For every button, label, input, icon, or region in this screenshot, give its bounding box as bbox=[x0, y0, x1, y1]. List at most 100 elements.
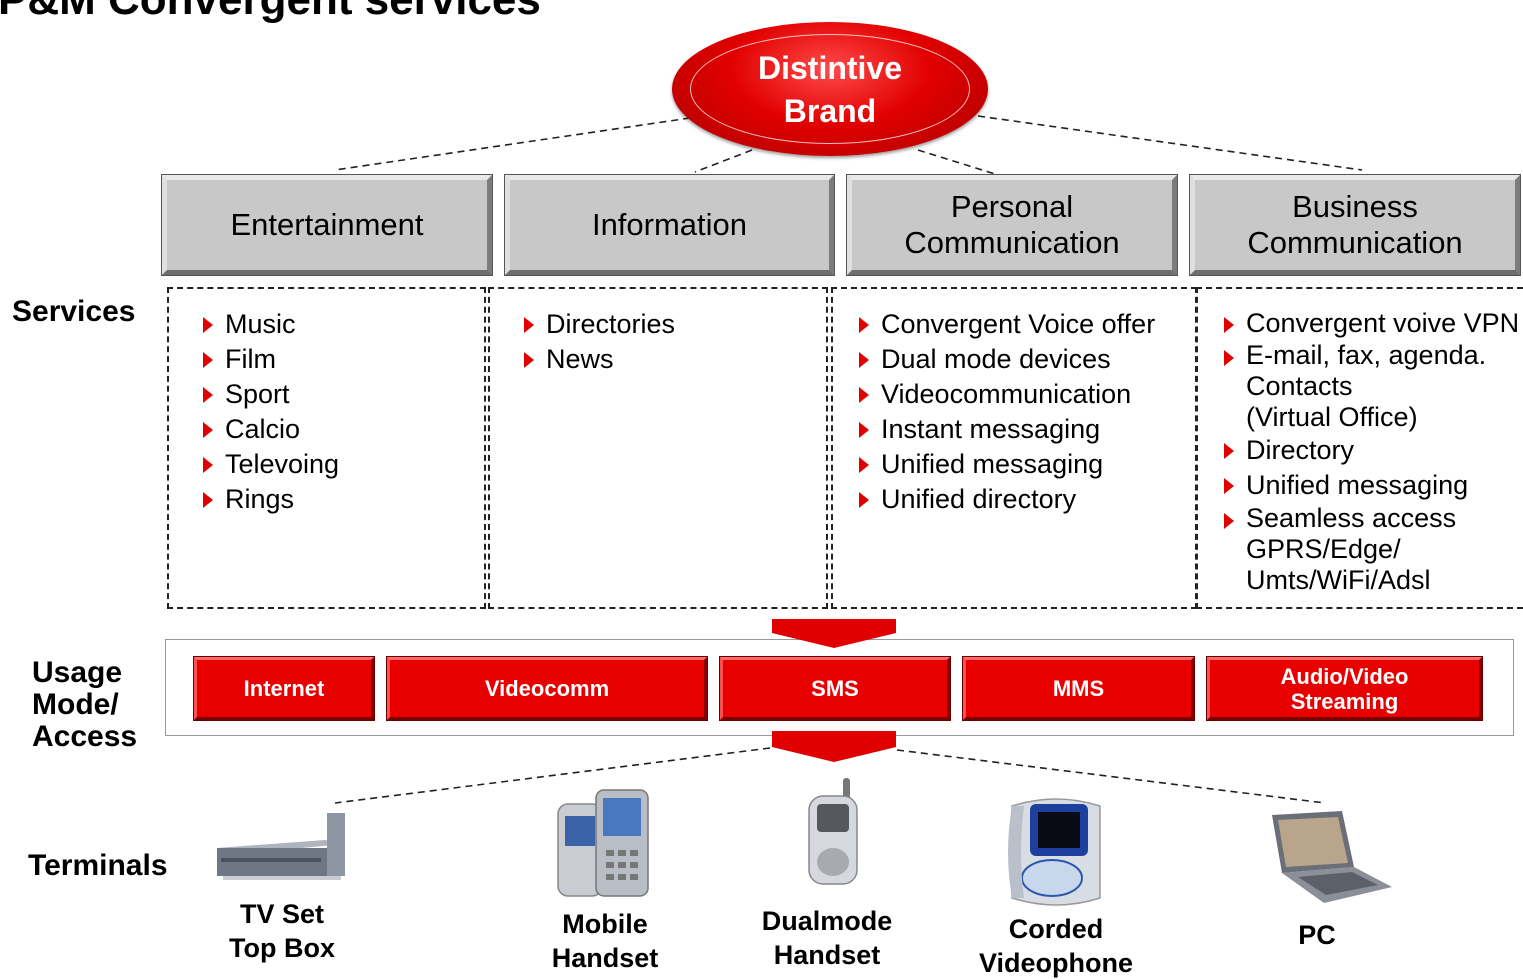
page-title: P&M Convergent services bbox=[0, 0, 541, 22]
mode-videocomm: Videocomm bbox=[386, 656, 708, 721]
laptop-icon bbox=[1272, 811, 1392, 903]
mobile-handset-icon bbox=[557, 789, 649, 897]
mode-sms: SMS bbox=[719, 656, 951, 721]
terminal-label-corded-videophone: Corded Videophone bbox=[978, 914, 1133, 978]
bullet-arrow-icon bbox=[203, 422, 213, 438]
service-label: E-mail, fax, agenda. Contacts (Virtual O… bbox=[1246, 340, 1487, 432]
terminal-label-pc: PC bbox=[1298, 920, 1336, 950]
category-information: Information bbox=[504, 174, 835, 276]
list-item: Rings bbox=[199, 482, 339, 517]
list-item: Unified directory bbox=[855, 482, 1155, 517]
connector-brand-business bbox=[977, 115, 1363, 171]
category-personal-communication: Personal Communication bbox=[846, 174, 1178, 276]
service-label: Directories bbox=[546, 309, 676, 339]
connector-brand-entertainment bbox=[334, 117, 691, 171]
list-item: Sport bbox=[199, 377, 339, 412]
list-item: Unified messaging bbox=[855, 447, 1155, 482]
service-label: Film bbox=[225, 344, 276, 374]
mode-audio-video-streaming: Audio/Video Streaming bbox=[1206, 656, 1483, 721]
connector-access-tvbox bbox=[334, 747, 771, 804]
videophone-icon bbox=[1008, 798, 1101, 906]
bullet-arrow-icon bbox=[859, 422, 869, 438]
services-list: Convergent voive VPN E-mail, fax, agenda… bbox=[1220, 307, 1519, 596]
set-top-box-icon bbox=[217, 813, 345, 880]
brand-oval: Distintive Brand bbox=[672, 22, 988, 156]
category-business-communication: Business Communication bbox=[1189, 174, 1521, 276]
service-label: Unified messaging bbox=[1246, 470, 1469, 500]
row-label-terminals: Terminals bbox=[28, 849, 168, 882]
bullet-arrow-icon bbox=[859, 352, 869, 368]
list-item: Directory bbox=[1220, 433, 1519, 468]
service-label: Seamless access GPRS/Edge/ Umts/WiFi/Ads… bbox=[1246, 503, 1457, 595]
mode-mms: MMS bbox=[962, 656, 1195, 721]
terminal-label-dualmode-handset: Dualmode Handset bbox=[761, 906, 893, 970]
bullet-arrow-icon bbox=[203, 457, 213, 473]
connector-brand-personal bbox=[917, 149, 996, 175]
service-label: Instant messaging bbox=[881, 414, 1101, 444]
bullet-arrow-icon bbox=[1224, 513, 1234, 529]
services-box-business-communication: Convergent voive VPN E-mail, fax, agenda… bbox=[1196, 287, 1523, 609]
service-label: Unified directory bbox=[881, 484, 1077, 514]
row-label-services: Services bbox=[12, 295, 136, 328]
service-label: Dual mode devices bbox=[881, 344, 1111, 374]
list-item: Music bbox=[199, 307, 339, 342]
down-arrow-top bbox=[772, 619, 896, 648]
services-box-information: Directories News bbox=[488, 287, 828, 609]
list-item: Dual mode devices bbox=[855, 342, 1155, 377]
connector-access-pc bbox=[896, 749, 1326, 804]
bullet-arrow-icon bbox=[203, 317, 213, 333]
services-list: Directories News bbox=[520, 307, 675, 377]
list-item: Convergent voive VPN bbox=[1220, 307, 1519, 340]
bullet-arrow-icon bbox=[1224, 317, 1234, 333]
service-label: Sport bbox=[225, 379, 290, 409]
service-label: Music bbox=[225, 309, 296, 339]
row-label-usage: Usage Mode/ Access bbox=[32, 656, 138, 753]
list-item: Seamless access GPRS/Edge/ Umts/WiFi/Ads… bbox=[1220, 503, 1519, 596]
bullet-arrow-icon bbox=[859, 317, 869, 333]
list-item: Film bbox=[199, 342, 339, 377]
category-entertainment: Entertainment bbox=[161, 174, 493, 276]
down-arrow-bottom bbox=[772, 731, 896, 762]
bullet-arrow-icon bbox=[524, 317, 534, 333]
list-item: Convergent Voice offer bbox=[855, 307, 1155, 342]
list-item: Directories bbox=[520, 307, 675, 342]
list-item: Videocommunication bbox=[855, 377, 1155, 412]
bullet-arrow-icon bbox=[203, 492, 213, 508]
bullet-arrow-icon bbox=[859, 387, 869, 403]
services-box-personal-communication: Convergent Voice offer Dual mode devices… bbox=[831, 287, 1197, 609]
bullet-arrow-icon bbox=[203, 387, 213, 403]
service-label: Convergent Voice offer bbox=[881, 309, 1156, 339]
list-item: Instant messaging bbox=[855, 412, 1155, 447]
services-list: Convergent Voice offer Dual mode devices… bbox=[855, 307, 1155, 517]
bullet-arrow-icon bbox=[1224, 478, 1234, 494]
service-label: Convergent voive VPN bbox=[1246, 308, 1520, 338]
bullet-arrow-icon bbox=[859, 457, 869, 473]
service-label: Rings bbox=[225, 484, 295, 514]
service-label: Calcio bbox=[225, 414, 301, 444]
service-label: Televoing bbox=[225, 449, 340, 479]
bullet-arrow-icon bbox=[859, 492, 869, 508]
service-label: News bbox=[546, 344, 614, 374]
service-label: Videocommunication bbox=[881, 379, 1132, 409]
list-item: Televoing bbox=[199, 447, 339, 482]
bullet-arrow-icon bbox=[1224, 443, 1234, 459]
services-box-entertainment: Music Film Sport Calcio Televoing Rings bbox=[167, 287, 486, 609]
list-item: News bbox=[520, 342, 675, 377]
service-label: Directory bbox=[1246, 435, 1355, 465]
bullet-arrow-icon bbox=[524, 352, 534, 368]
list-item: Unified messaging bbox=[1220, 468, 1519, 503]
services-list: Music Film Sport Calcio Televoing Rings bbox=[199, 307, 339, 517]
mode-internet: Internet bbox=[193, 656, 375, 721]
dualmode-handset-icon bbox=[808, 778, 858, 885]
terminal-label-tv-set-top-box: TV Set Top Box bbox=[229, 899, 335, 963]
list-item: Calcio bbox=[199, 412, 339, 447]
connector-brand-information bbox=[694, 149, 753, 173]
terminal-label-mobile-handset: Mobile Handset bbox=[551, 909, 659, 973]
bullet-arrow-icon bbox=[203, 352, 213, 368]
brand-oval-ring bbox=[690, 34, 970, 144]
service-label: Unified messaging bbox=[881, 449, 1104, 479]
bullet-arrow-icon bbox=[1224, 350, 1234, 366]
list-item: E-mail, fax, agenda. Contacts (Virtual O… bbox=[1220, 340, 1519, 433]
brand-label: Distintive Brand bbox=[757, 50, 903, 129]
